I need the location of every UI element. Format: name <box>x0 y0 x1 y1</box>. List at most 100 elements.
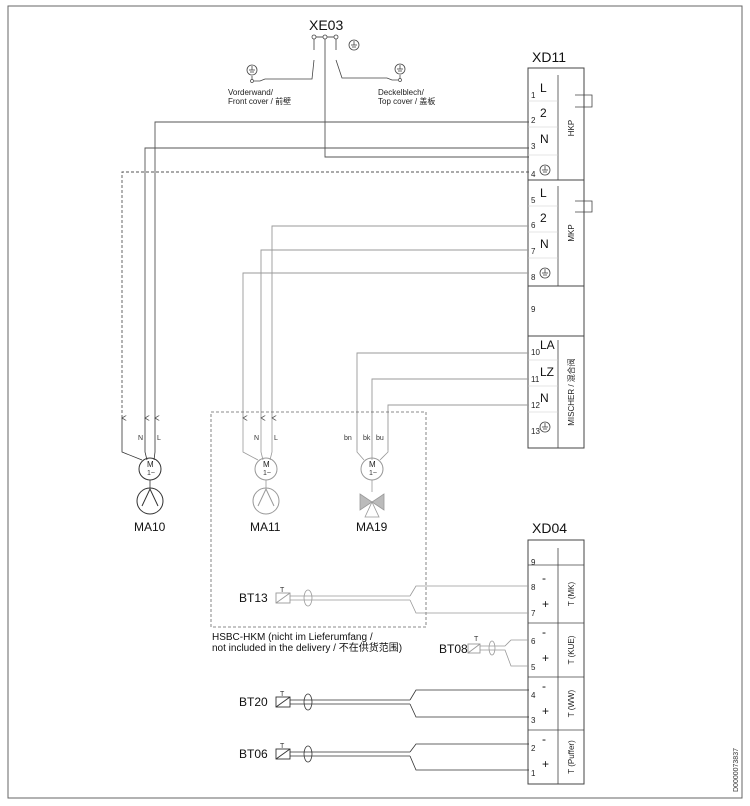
terminal-symbol: - <box>542 625 546 639</box>
top-cover-note-1: Deckelblech/ <box>378 88 425 97</box>
motor-m: M <box>263 460 270 469</box>
xe03-ground-terminal: XE03 <box>309 17 360 51</box>
motor-label: MA19 <box>356 520 388 534</box>
ground-icon <box>539 267 551 279</box>
sensor-t: T <box>280 587 285 594</box>
wire-label: bn <box>344 435 352 442</box>
motor-type: 1~ <box>263 470 271 477</box>
motor-label: MA11 <box>250 520 281 534</box>
xd11-label: XD11 <box>532 49 566 65</box>
document-number: D0000073837 <box>733 748 740 792</box>
sensor-bt13: BT13 T <box>239 585 529 614</box>
motor-label: MA10 <box>134 520 166 534</box>
sensor-bt20: BT20 T <box>239 689 529 718</box>
sensor-t: T <box>280 743 285 750</box>
group-label-hkp: HKP <box>567 120 576 136</box>
terminal-number: 6 <box>531 637 536 646</box>
terminal-symbol: L <box>540 81 547 95</box>
wire-label: L <box>274 435 278 442</box>
optional-note-line-2: not included in the delivery / 不在供货范围) <box>212 641 402 654</box>
top-cover-ground: Deckelblech/ Top cover / 盖板 <box>335 59 435 106</box>
front-cover-note-2: Front cover / 前壁 <box>228 96 291 106</box>
pump-icon <box>136 487 164 515</box>
terminal-symbol: - <box>542 571 546 585</box>
terminal-number: 10 <box>531 348 540 357</box>
terminal-number: 11 <box>531 375 540 384</box>
terminal-symbol: + <box>542 597 549 611</box>
terminal-number: 8 <box>531 583 536 592</box>
terminal-number: 12 <box>531 401 540 410</box>
optional-note-line-1: HSBC-HKM (nicht im Lieferumfang / <box>212 632 373 643</box>
motor-type: 1~ <box>369 470 377 477</box>
terminal-number: 13 <box>531 427 540 436</box>
group-label: T (KUE) <box>567 635 576 664</box>
group-label: T (Puffer) <box>567 740 576 774</box>
motor-m: M <box>369 460 376 469</box>
terminal-symbol: 2 <box>540 106 547 120</box>
front-cover-note-1: Vorderwand/ <box>228 88 274 97</box>
terminal-number: 4 <box>531 691 536 700</box>
terminal-symbol: LA <box>540 338 555 352</box>
sensor-bt08: BT08 T <box>439 636 529 667</box>
terminal-symbol: LZ <box>540 365 554 379</box>
sensor-label: BT08 <box>439 642 468 656</box>
ground-icon <box>348 39 360 51</box>
terminal-number: 2 <box>531 744 536 753</box>
group-label-mkp: MKP <box>567 224 576 241</box>
terminal-symbol: N <box>540 237 549 251</box>
terminal-number: 3 <box>531 142 536 151</box>
terminal-symbol: - <box>542 679 546 693</box>
terminal-number: 3 <box>531 716 536 725</box>
sensor-label: BT06 <box>239 747 268 761</box>
optional-accessory-box <box>210 411 427 628</box>
top-cover-note-2: Top cover / 盖板 <box>378 96 435 106</box>
sensor-label: BT13 <box>239 591 268 605</box>
ground-icon <box>539 164 551 176</box>
xd11-terminal-block: 1L223N45L627N8910LA11LZ12N13HKPMKPMISCHE… <box>527 67 585 449</box>
terminal-number: 1 <box>531 769 536 778</box>
sensor-t: T <box>474 636 479 643</box>
terminal-symbol: + <box>542 651 549 665</box>
motor-ma11: M1~ N L MA11 <box>242 418 281 534</box>
sensor-label: BT20 <box>239 695 268 709</box>
terminal-symbol: + <box>542 704 549 718</box>
terminal-number: 8 <box>531 273 536 282</box>
wire-label: N <box>138 435 143 442</box>
mixing-valve-icon <box>359 480 385 518</box>
pump-icon <box>252 487 280 515</box>
xd04-terminal-block: T (MK)T (KUE)T (WW)T (Puffer)98-7+6-5+4-… <box>527 539 585 785</box>
group-label: T (WW) <box>567 689 576 717</box>
wire-label: L <box>157 435 161 442</box>
front-cover-ground: Vorderwand/ Front cover / 前壁 <box>228 59 315 106</box>
motor-type: 1~ <box>147 470 155 477</box>
terminal-number: 9 <box>531 558 536 567</box>
xe03-label: XE03 <box>309 17 343 33</box>
wire-label: bk <box>363 435 371 442</box>
terminal-number: 5 <box>531 196 536 205</box>
wire-label: N <box>254 435 259 442</box>
terminal-symbol: N <box>540 132 549 146</box>
terminal-number: 6 <box>531 221 536 230</box>
xd04-label: XD04 <box>532 520 567 536</box>
terminal-symbol: 2 <box>540 211 547 225</box>
wiring <box>122 50 593 450</box>
page-frame <box>7 5 743 799</box>
ground-icon <box>539 421 551 433</box>
terminal-symbol: L <box>540 186 547 200</box>
motor-ma10: M1~ N L MA10 <box>121 418 166 534</box>
terminal-number: 5 <box>531 663 536 672</box>
terminal-symbol: N <box>540 391 549 405</box>
group-label-mixer: MISCHER / 混合阀 <box>566 358 576 426</box>
motor-m: M <box>147 460 154 469</box>
terminal-symbol: - <box>542 732 546 746</box>
terminal-symbol: + <box>542 757 549 771</box>
terminal-number: 7 <box>531 247 536 256</box>
sensor-t: T <box>280 691 285 698</box>
group-label: T (MK) <box>567 582 576 607</box>
terminal-number: 7 <box>531 609 536 618</box>
sensor-bt06: BT06 T <box>239 743 529 771</box>
